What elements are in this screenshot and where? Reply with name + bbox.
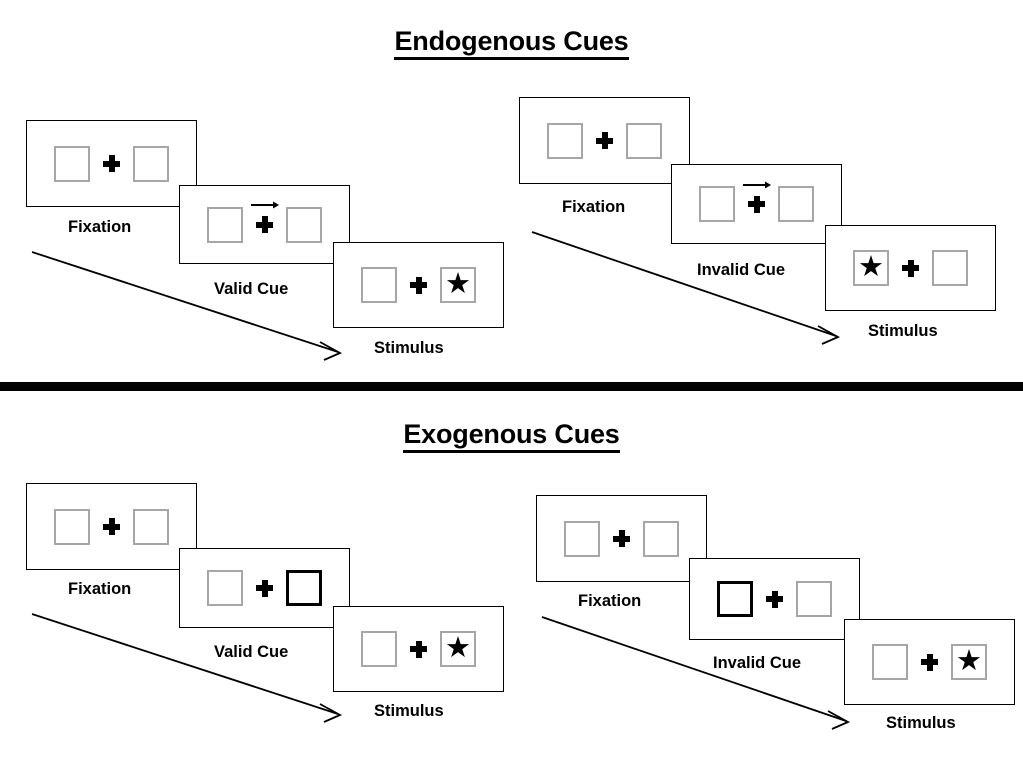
panel-exogenous-invalid-stimulus[interactable]: ★ ★ [844, 619, 1015, 705]
placeholder-box-left: ★ [207, 206, 243, 243]
fixation-cross-icon [766, 590, 783, 608]
fixation-cross-icon [103, 518, 120, 535]
caption-exogenous-valid-stimulus: Stimulus [374, 702, 444, 720]
placeholder-box-right: ★ [440, 267, 476, 303]
section-title-exogenous-text: Exogenous Cues [403, 419, 620, 453]
panel-endogenous-valid-fixation[interactable]: ★ ★ [26, 120, 197, 207]
fixation-cross-icon [902, 259, 919, 277]
fixation-cross-icon [596, 132, 613, 149]
panel-exogenous-invalid-cue[interactable]: ★ ★ [689, 558, 860, 640]
placeholder-box-right: ★ [932, 250, 968, 286]
section-title-exogenous: Exogenous Cues [0, 419, 1023, 453]
panel-inner: ★ ★ [207, 570, 322, 606]
caption-endogenous-invalid-fixation: Fixation [562, 198, 626, 216]
fixation-cross-icon [256, 579, 273, 597]
panel-inner: ★ ★ [207, 201, 322, 243]
fixation-cross-icon [742, 181, 771, 213]
placeholder-box-left-cued: ★ [717, 581, 753, 617]
caption-endogenous-invalid-cue: Invalid Cue [697, 261, 786, 279]
panel-exogenous-valid-cue[interactable]: ★ ★ [179, 548, 350, 628]
caption-endogenous-valid-stimulus: Stimulus [374, 339, 444, 357]
fixation-cross-icon [103, 155, 120, 172]
panel-endogenous-invalid-stimulus[interactable]: ★ ★ [825, 225, 996, 311]
placeholder-box-right: ★ [440, 631, 476, 667]
panel-inner: ★ ★ [853, 250, 968, 286]
placeholder-box-left: ★ [547, 122, 583, 159]
caption-exogenous-invalid-stimulus: Stimulus [886, 714, 956, 732]
caption-exogenous-invalid-cue: Invalid Cue [713, 654, 802, 672]
section-title-endogenous-text: Endogenous Cues [394, 26, 629, 60]
placeholder-box-left: ★ [54, 508, 90, 545]
placeholder-box-right: ★ [133, 508, 169, 545]
panel-inner: ★ ★ [361, 267, 476, 303]
caption-exogenous-valid-cue: Valid Cue [214, 643, 289, 661]
panel-inner: ★ ★ [872, 644, 987, 680]
placeholder-box-right: ★ [796, 581, 832, 617]
placeholder-box-left: ★ [872, 644, 908, 680]
placeholder-box-right: ★ [778, 186, 814, 222]
fixation-cross-icon [250, 201, 279, 233]
caption-endogenous-valid-cue: Valid Cue [214, 280, 289, 298]
panel-endogenous-invalid-cue[interactable]: ★ ★ [671, 164, 842, 244]
panel-exogenous-invalid-fixation[interactable]: ★ ★ [536, 495, 707, 582]
placeholder-box-left: ★ [54, 145, 90, 182]
fixation-cross-icon [613, 530, 630, 547]
panel-endogenous-valid-stimulus[interactable]: ★ ★ [333, 242, 504, 328]
placeholder-box-left: ★ [361, 631, 397, 667]
placeholder-box-left: ★ [699, 186, 735, 222]
section-title-endogenous: Endogenous Cues [0, 26, 1023, 60]
panel-endogenous-invalid-fixation[interactable]: ★ ★ [519, 97, 690, 184]
time-arrow-endogenous-valid [31, 251, 343, 361]
placeholder-box-left: ★ [564, 520, 600, 557]
time-arrow-endogenous-invalid [531, 231, 841, 345]
star-icon: ★ [858, 250, 884, 283]
placeholder-box-left: ★ [361, 267, 397, 303]
panel-inner: ★ ★ [699, 181, 814, 222]
caption-exogenous-invalid-fixation: Fixation [578, 592, 642, 610]
placeholder-box-left: ★ [853, 250, 889, 286]
placeholder-box-right: ★ [626, 122, 662, 159]
placeholder-box-right: ★ [643, 520, 679, 557]
panel-inner: ★ ★ [547, 122, 662, 159]
panel-exogenous-valid-stimulus[interactable]: ★ ★ [333, 606, 504, 692]
fixation-cross-icon [921, 653, 938, 671]
panel-inner: ★ ★ [54, 508, 169, 545]
panel-inner: ★ ★ [717, 581, 832, 617]
star-icon: ★ [445, 267, 471, 300]
panel-inner: ★ ★ [361, 631, 476, 667]
panel-inner: ★ ★ [54, 145, 169, 182]
caption-exogenous-valid-fixation: Fixation [68, 580, 132, 598]
arrow-right-cue-icon [250, 201, 279, 209]
caption-endogenous-invalid-stimulus: Stimulus [868, 322, 938, 340]
caption-endogenous-valid-fixation: Fixation [68, 218, 132, 236]
placeholder-box-right: ★ [133, 145, 169, 182]
panel-exogenous-valid-fixation[interactable]: ★ ★ [26, 483, 197, 570]
fixation-cross-icon [410, 276, 427, 294]
fixation-cross-icon [410, 640, 427, 658]
arrow-right-cue-icon [742, 181, 771, 188]
panel-inner: ★ ★ [564, 520, 679, 557]
panel-endogenous-valid-cue[interactable]: ★ ★ [179, 185, 350, 264]
star-icon: ★ [956, 644, 982, 677]
placeholder-box-left: ★ [207, 570, 243, 606]
placeholder-box-right: ★ [951, 644, 987, 680]
placeholder-box-right: ★ [286, 206, 322, 243]
placeholder-box-right-cued: ★ [286, 570, 322, 606]
star-icon: ★ [445, 631, 471, 664]
section-divider [0, 382, 1023, 391]
